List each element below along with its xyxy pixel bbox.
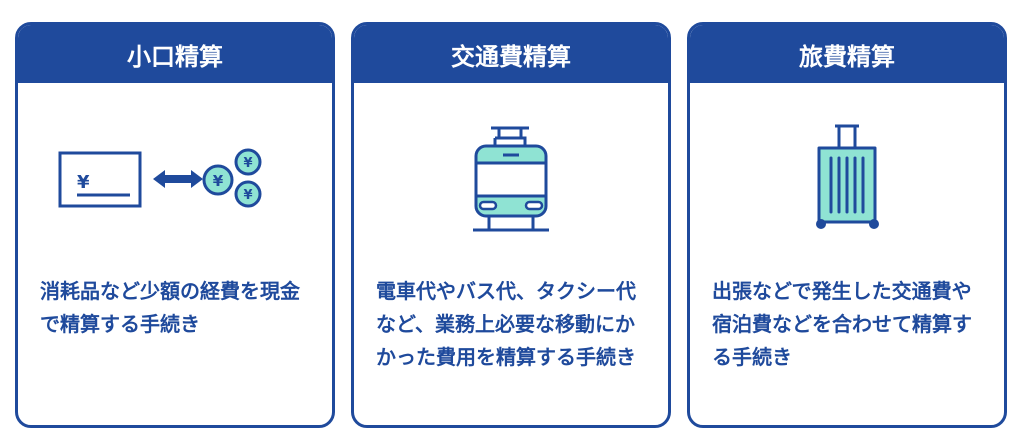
cash-exchange-icon: ¥ ¥ ¥ ¥ (18, 113, 332, 243)
card-transportation: 交通費精算 電車代やバス代、タクシー代など、業務上必要な移動にかかった費用を精算… (351, 22, 671, 428)
svg-text:¥: ¥ (77, 172, 90, 193)
svg-text:¥: ¥ (213, 172, 224, 190)
card-title: 交通費精算 (354, 25, 668, 83)
card-title: 旅費精算 (690, 25, 1004, 83)
card-description: 消耗品など少額の経費を現金で精算する手続き (40, 279, 300, 336)
train-icon (354, 113, 668, 243)
card-petty-cash: 小口精算 ¥ ¥ ¥ ¥ 消耗品など少額の経費を現金で精算する手続き (15, 22, 335, 428)
suitcase-icon (690, 113, 1004, 243)
svg-text:¥: ¥ (243, 188, 252, 203)
card-description: 電車代やバス代、タクシー代など、業務上必要な移動にかかった費用を精算する手続き (376, 279, 636, 369)
card-title: 小口精算 (18, 25, 332, 83)
svg-text:¥: ¥ (243, 156, 252, 171)
card-travel-expenses: 旅費精算 出張などで発生した交通費や宿泊費などを合わせて精算する手続き (687, 22, 1007, 428)
card-description: 出張などで発生した交通費や宿泊費などを合わせて精算する手続き (712, 279, 972, 369)
